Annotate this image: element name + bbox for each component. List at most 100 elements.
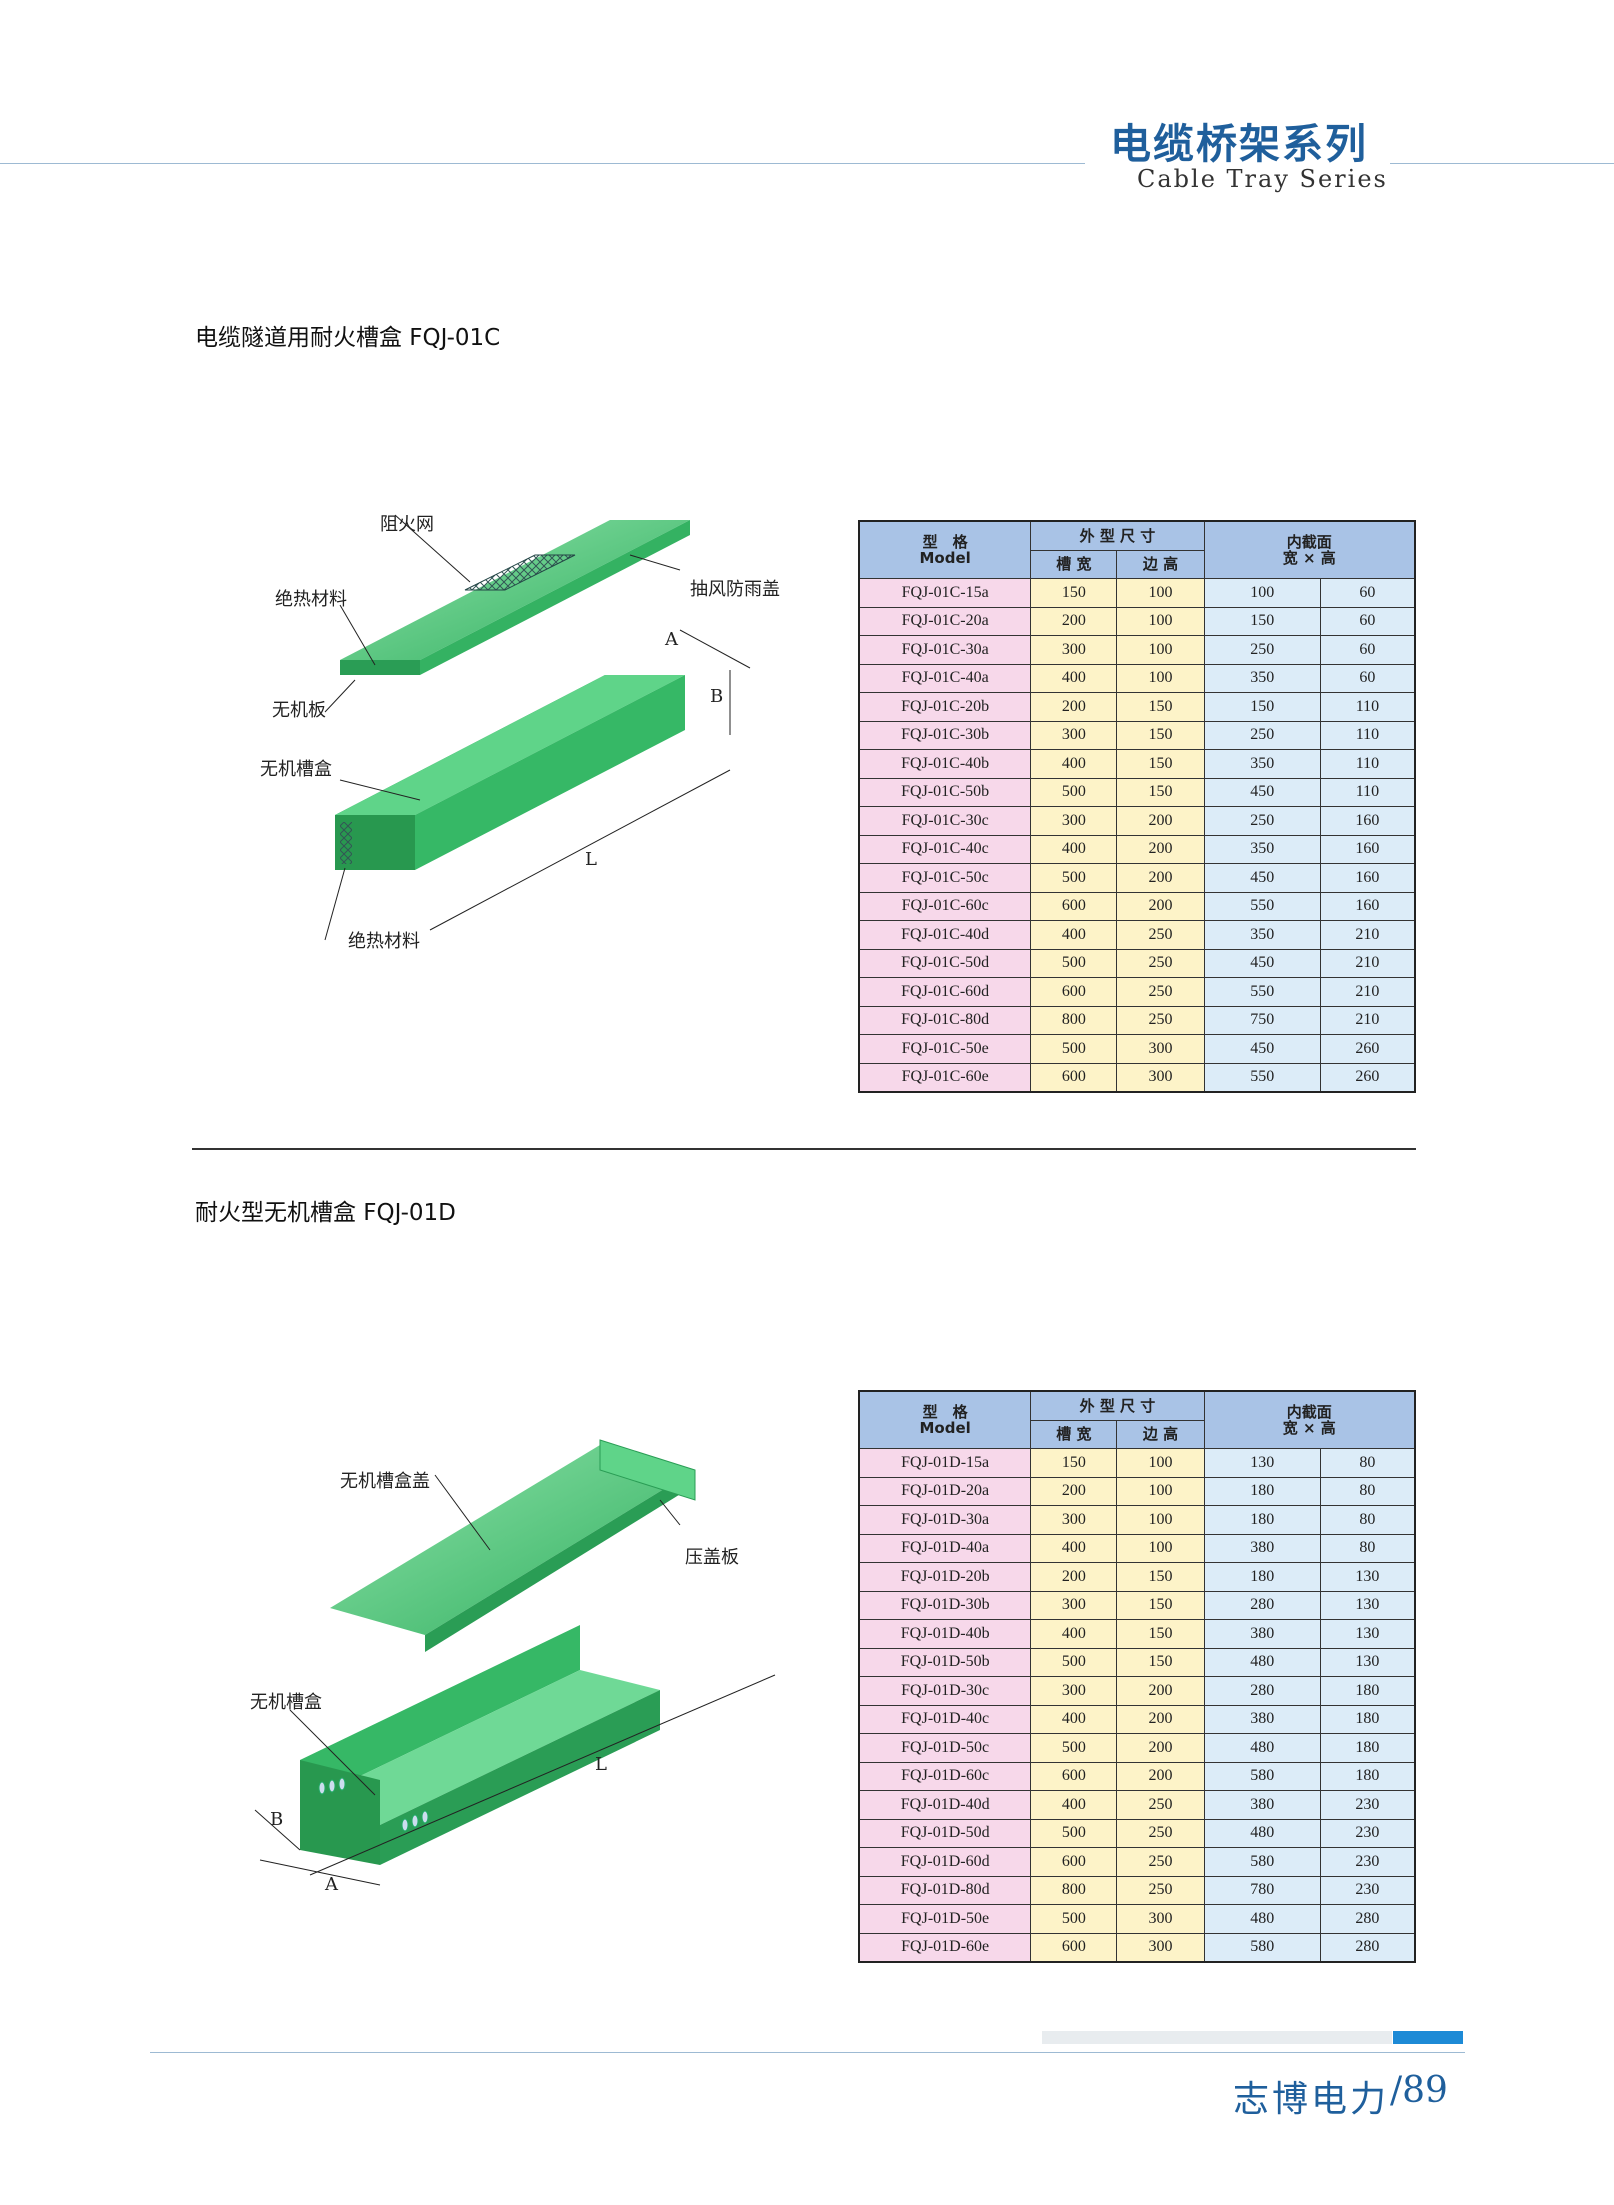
cell-inner-height: 130 [1319, 1590, 1416, 1620]
cell-height: 200 [1116, 1733, 1205, 1763]
cell-model: FQJ-01C-40a [858, 663, 1032, 693]
cell-width: 400 [1030, 1619, 1118, 1649]
cell-inner-height: 260 [1319, 1034, 1416, 1064]
cell-inner-height: 60 [1319, 663, 1416, 693]
cell-inner-height: 110 [1319, 777, 1416, 807]
cell-height: 150 [1116, 1619, 1205, 1649]
cell-width: 200 [1030, 606, 1118, 636]
cell-model: FQJ-01D-60c [858, 1761, 1032, 1791]
cover2-top [330, 1445, 695, 1635]
cell-width: 300 [1030, 635, 1118, 665]
cell-width: 500 [1030, 1733, 1118, 1763]
cell-inner-height: 210 [1319, 948, 1416, 978]
cell-width: 200 [1030, 1476, 1118, 1506]
cell-inner-height: 230 [1319, 1847, 1416, 1877]
cell-width: 500 [1030, 1034, 1118, 1064]
cell-inner-height: 160 [1319, 834, 1416, 864]
cell-inner-width: 180 [1203, 1505, 1321, 1535]
cell-inner-width: 380 [1203, 1619, 1321, 1649]
cell-model: FQJ-01C-20b [858, 692, 1032, 722]
cell-model: FQJ-01D-20b [858, 1562, 1032, 1592]
col-height-2: 边 高 [1116, 1419, 1205, 1449]
cell-inner-width: 780 [1203, 1875, 1321, 1905]
cell-model: FQJ-01D-50b [858, 1647, 1032, 1677]
cell-inner-width: 550 [1203, 1062, 1321, 1093]
cell-inner-width: 350 [1203, 749, 1321, 779]
cell-inner-width: 350 [1203, 663, 1321, 693]
cell-inner-width: 480 [1203, 1647, 1321, 1677]
cell-model: FQJ-01D-30b [858, 1590, 1032, 1620]
cell-height: 250 [1116, 1847, 1205, 1877]
label-inorganic-box: 无机槽盒 [260, 759, 332, 780]
cell-inner-width: 450 [1203, 777, 1321, 807]
cell-width: 800 [1030, 1005, 1118, 1035]
col-outer: 外 型 尺 寸 [1030, 520, 1205, 551]
cell-height: 250 [1116, 1875, 1205, 1905]
cell-width: 400 [1030, 1704, 1118, 1734]
cell-model: FQJ-01C-80d [858, 1005, 1032, 1035]
cell-inner-width: 450 [1203, 863, 1321, 893]
cell-inner-height: 160 [1319, 806, 1416, 836]
col-outer-2: 外 型 尺 寸 [1030, 1390, 1205, 1421]
cell-model: FQJ-01D-50c [858, 1733, 1032, 1763]
page-number: /89 [1390, 2070, 1448, 2111]
label-press-plate: 压盖板 [685, 1547, 739, 1568]
cell-height: 250 [1116, 977, 1205, 1007]
cell-height: 100 [1116, 606, 1205, 636]
cell-inner-height: 60 [1319, 578, 1416, 608]
header-subtitle: Cable Tray Series [1137, 165, 1388, 193]
cell-model: FQJ-01D-40c [858, 1704, 1032, 1734]
cell-height: 300 [1116, 1932, 1205, 1963]
col-width: 槽 宽 [1030, 549, 1118, 579]
cell-inner-width: 380 [1203, 1704, 1321, 1734]
footer-bar-blue [1393, 2031, 1463, 2044]
cell-width: 500 [1030, 777, 1118, 807]
cell-width: 400 [1030, 920, 1118, 950]
cell-inner-height: 180 [1319, 1761, 1416, 1791]
cell-width: 500 [1030, 948, 1118, 978]
cell-inner-height: 80 [1319, 1448, 1416, 1478]
cover-side [420, 520, 690, 675]
cell-model: FQJ-01C-40b [858, 749, 1032, 779]
cell-inner-height: 110 [1319, 749, 1416, 779]
cell-inner-width: 250 [1203, 806, 1321, 836]
cell-height: 200 [1116, 834, 1205, 864]
cell-model: FQJ-01C-60e [858, 1062, 1032, 1093]
cell-model: FQJ-01D-40b [858, 1619, 1032, 1649]
cell-height: 150 [1116, 777, 1205, 807]
cell-model: FQJ-01D-30c [858, 1676, 1032, 1706]
dim2-b: B [270, 1809, 283, 1830]
cell-inner-width: 550 [1203, 891, 1321, 921]
fire-net [464, 554, 576, 591]
cell-inner-width: 350 [1203, 834, 1321, 864]
section1-illustration: 阻火网 抽风防雨盖 绝热材料 无机板 无机槽盒 绝热材料 A B L [260, 514, 780, 952]
cell-width: 400 [1030, 749, 1118, 779]
box-bottom [335, 675, 685, 815]
cell-height: 250 [1116, 948, 1205, 978]
cover-front [340, 660, 420, 675]
cell-inner-height: 210 [1319, 1005, 1416, 1035]
cell-height: 300 [1116, 1034, 1205, 1064]
cell-model: FQJ-01C-60c [858, 891, 1032, 921]
cell-model: FQJ-01D-60d [858, 1847, 1032, 1877]
label-inorganic-box-2: 无机槽盒 [250, 1692, 322, 1713]
cell-inner-width: 480 [1203, 1818, 1321, 1848]
cell-height: 150 [1116, 692, 1205, 722]
cell-model: FQJ-01D-40a [858, 1533, 1032, 1563]
cell-model: FQJ-01C-15a [858, 578, 1032, 608]
